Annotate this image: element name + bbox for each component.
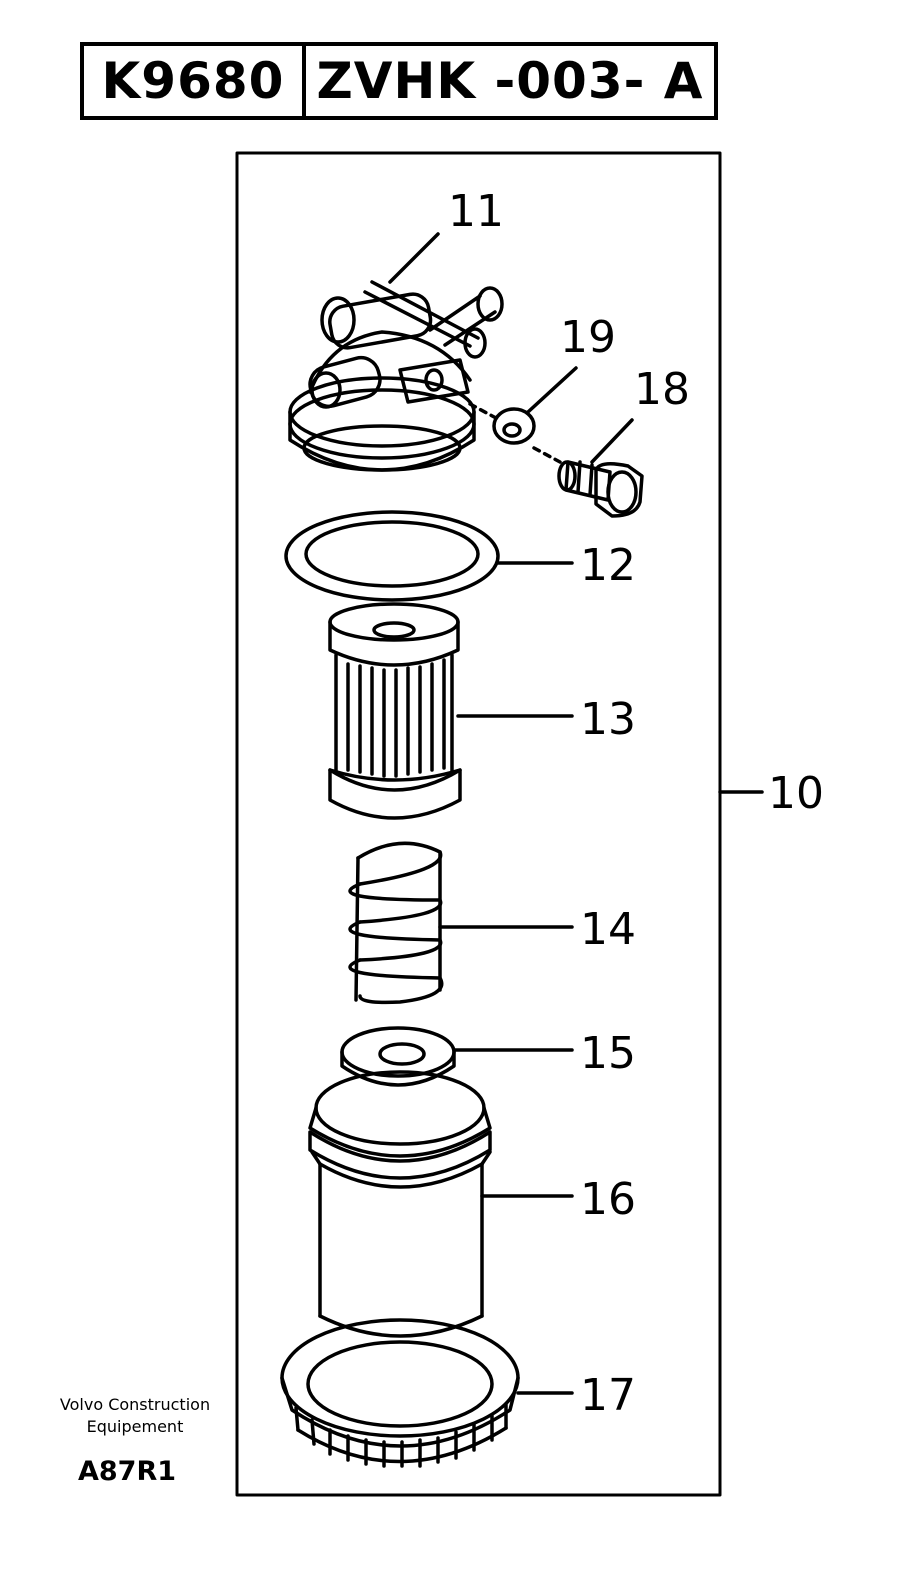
leader-18 — [590, 418, 634, 464]
callout-16: 16 — [580, 1174, 636, 1225]
manufacturer-note: Volvo Construction Equipement — [20, 1394, 250, 1438]
callout-10: 10 — [768, 768, 824, 819]
manufacturer-line-1: Volvo Construction — [59, 1395, 211, 1414]
figure-code: A87R1 — [78, 1456, 177, 1487]
bowl — [308, 1070, 492, 1338]
o-ring — [284, 510, 500, 602]
title-block: K9680 ZVHK -003- A — [80, 42, 718, 120]
assembly-frame — [235, 151, 722, 1497]
callout-12: 12 — [580, 540, 636, 591]
callout-17: 17 — [580, 1370, 636, 1421]
leader-11 — [388, 232, 440, 284]
callout-14: 14 — [580, 904, 636, 955]
retaining-ring — [280, 1318, 520, 1468]
bolt — [557, 460, 644, 518]
callout-18: 18 — [634, 364, 690, 415]
callout-11: 11 — [448, 186, 504, 237]
hidden-line — [468, 402, 498, 420]
drawing-code: ZVHK -003- A — [316, 52, 704, 110]
filter-element — [328, 602, 462, 820]
seal-washer — [340, 1026, 456, 1087]
model-number: K9680 — [84, 46, 306, 116]
leader-19 — [526, 366, 578, 414]
spring — [348, 841, 444, 1005]
callout-13: 13 — [580, 694, 636, 745]
callout-19: 19 — [560, 312, 616, 363]
manufacturer-line-2: Equipement — [86, 1417, 184, 1436]
hidden-line-2 — [532, 446, 562, 464]
callout-15: 15 — [580, 1028, 636, 1079]
washer — [492, 407, 536, 445]
filter-head — [288, 280, 504, 472]
